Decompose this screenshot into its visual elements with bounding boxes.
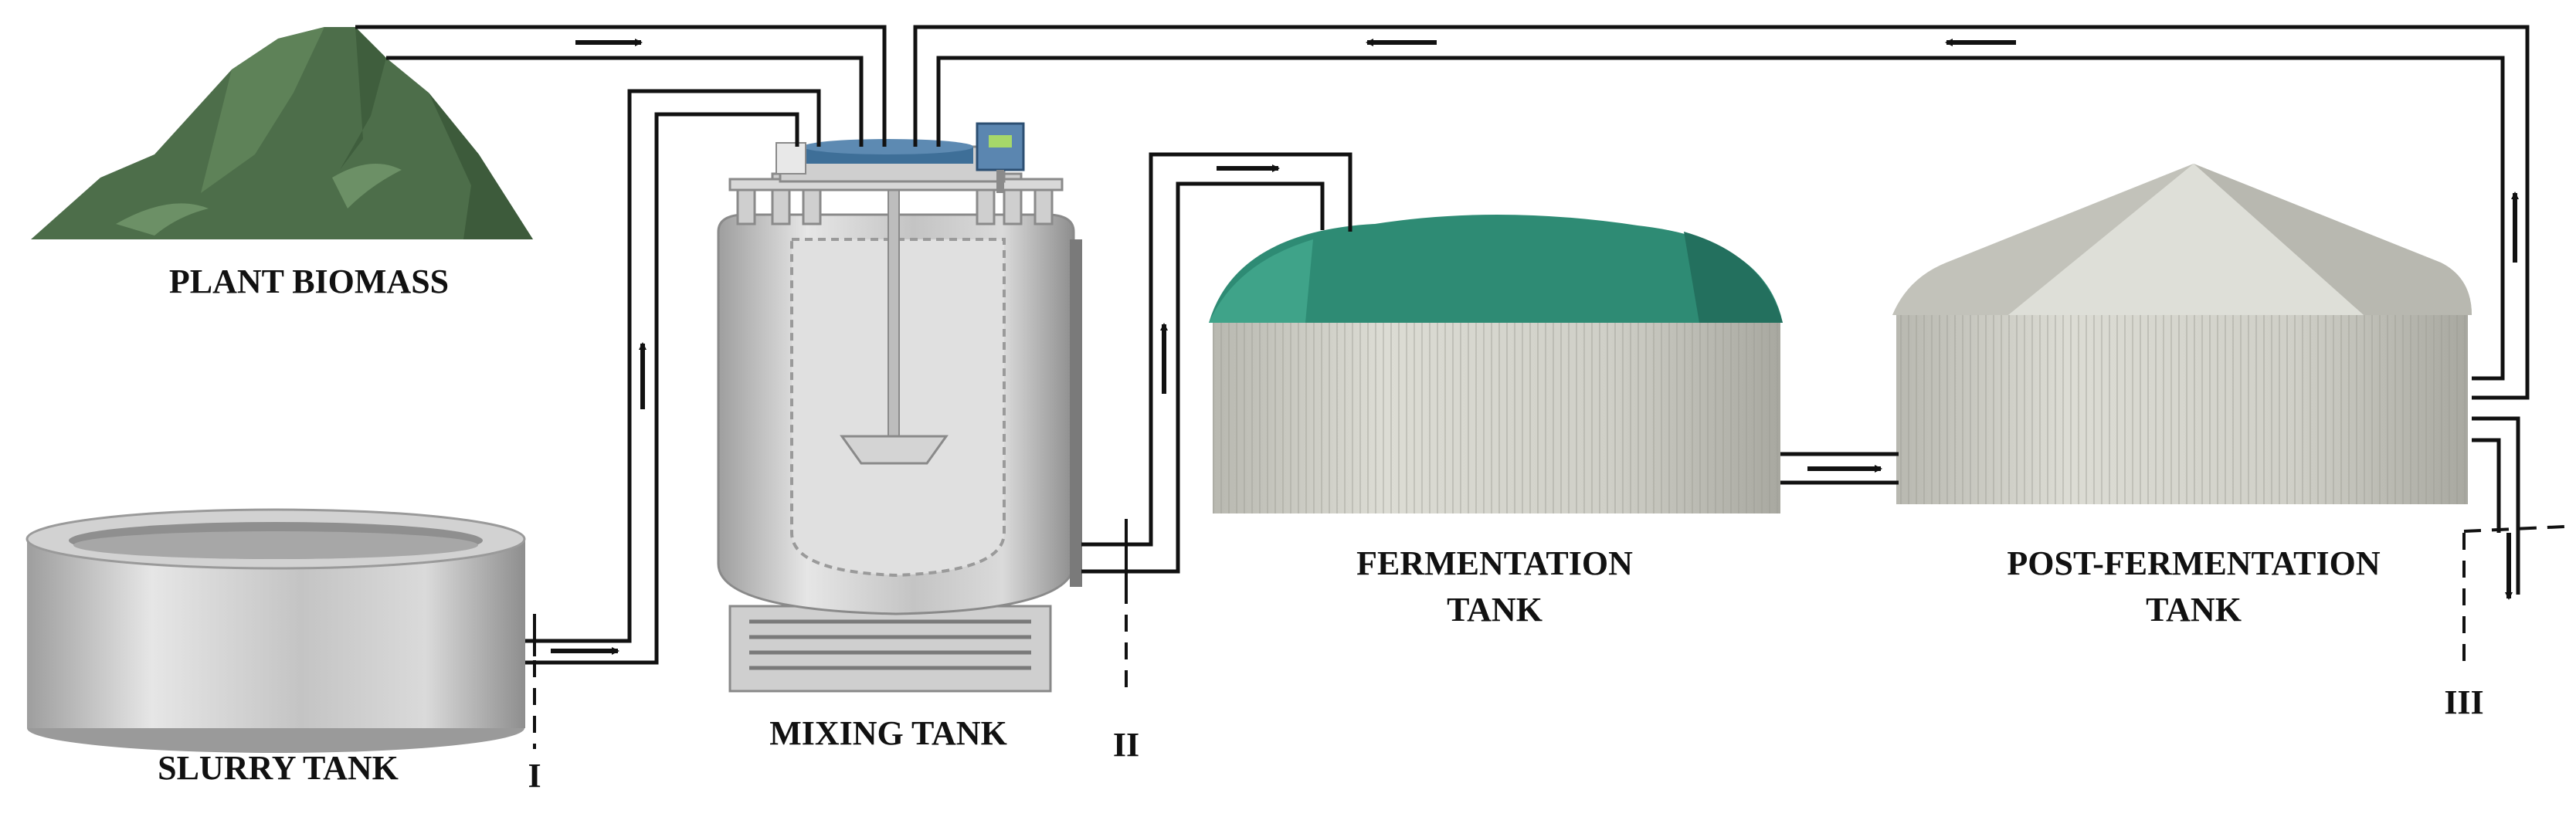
- plant-biomass-icon: [31, 27, 533, 239]
- slurry-tank-icon: [25, 508, 526, 753]
- post-fermentation-tank-label-line2: TANK: [2146, 591, 2242, 629]
- sampling-point-2-label: II: [1112, 726, 1140, 764]
- mixing-tank-icon: [717, 122, 1082, 693]
- post-fermentation-tank-label-line1: POST-FERMENTATION: [2007, 544, 2381, 582]
- plant-biomass-label: PLANT BIOMASS: [168, 263, 450, 300]
- fermentation-tank-label-line1: FERMENTATION: [1356, 544, 1633, 582]
- sampling-line-3-horizontal: [2463, 525, 2565, 533]
- mixing-tank-label: MIXING TANK: [769, 714, 1007, 752]
- sampling-lines: [533, 519, 2565, 749]
- pipe-network: [355, 25, 2530, 665]
- slurry-tank-label: SLURRY TANK: [158, 749, 399, 787]
- fermentation-tank-icon: [1209, 214, 1783, 513]
- sampling-point-3-label: III: [2444, 683, 2484, 721]
- fermentation-tank-label-line2: TANK: [1447, 591, 1543, 629]
- post-fermentation-tank-icon: [1892, 164, 2472, 504]
- sampling-point-1-label: I: [528, 757, 541, 795]
- flow-arrows: [551, 39, 2519, 655]
